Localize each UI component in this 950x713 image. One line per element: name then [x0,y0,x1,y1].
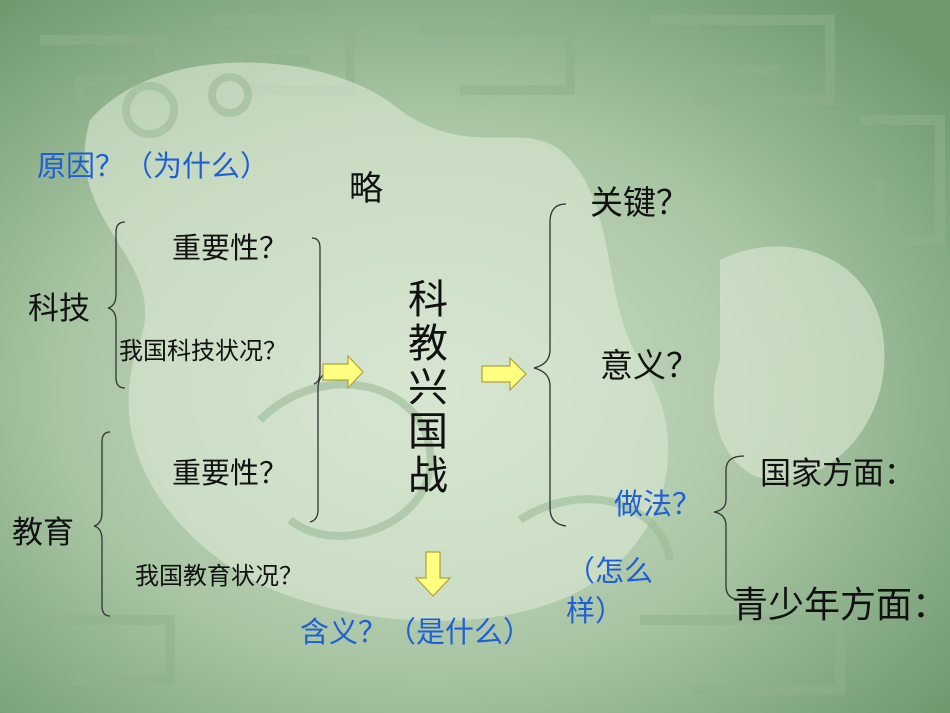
edu-status-label: 我国教育状况？ [135,562,303,590]
tech-status-label: 我国科技状况？ [119,337,287,365]
edu-importance-label: 重要性？ [172,456,289,490]
edu-label: 教育 [12,515,74,551]
omit-label: 略 [349,169,383,209]
reason-label: 原因？（为什么） [37,149,270,183]
how-label: （怎么样） [566,554,654,628]
significance-label: 意义？ [600,346,699,385]
tech-importance-label: 重要性？ [172,231,289,265]
key-label: 关键？ [590,183,689,222]
country-aspect-label: 国家方面： [760,456,915,492]
tech-label: 科技 [28,291,90,327]
strategy-vertical-title: 科教兴国战 [408,277,448,499]
practice-label: 做法？ [614,487,702,521]
youth-aspect-label: 青少年方面： [732,585,949,626]
meaning-label: 含义？（是什么） [300,615,533,649]
